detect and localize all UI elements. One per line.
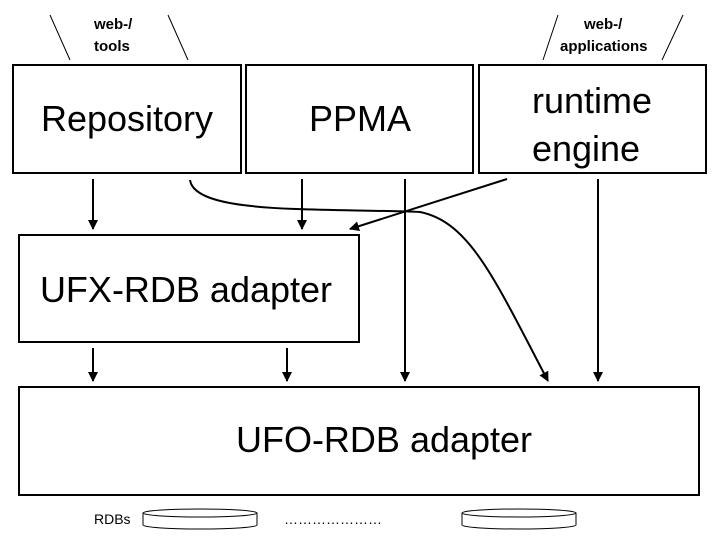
runtime-engine-label-line1: runtime — [532, 80, 652, 121]
web-tools-label-line1: web-/ — [93, 16, 133, 33]
arrow-repository-to-ufo — [189, 179, 549, 382]
web-tools-label-line2: tools — [94, 38, 130, 55]
web-tools-slash-left — [49, 14, 71, 61]
database-disk-left — [142, 508, 258, 530]
web-tools-slash-right — [167, 14, 189, 61]
web-tools-label: web-/ tools — [93, 16, 133, 55]
runtime-engine-label-line2: engine — [532, 128, 640, 169]
repository-box — [12, 64, 242, 174]
ufx-rdb-adapter-box — [18, 234, 360, 343]
web-applications-label-line1: web-/ — [583, 16, 623, 33]
database-disk-right — [461, 508, 577, 530]
web-applications-slash-left — [542, 14, 559, 61]
arrow-runtime-to-ufx — [349, 178, 508, 232]
ufx-rdb-adapter-label: UFX-RDB adapter — [40, 269, 332, 310]
rdbs-ellipsis: ………………… — [284, 511, 382, 527]
ufo-rdb-adapter-label: UFO-RDB adapter — [236, 419, 532, 460]
web-applications-slash-right — [661, 14, 684, 61]
ufo-rdb-adapter-box — [18, 386, 700, 496]
rdbs-label: RDBs — [94, 511, 131, 527]
runtime-engine-box — [478, 64, 707, 174]
ppma-label: PPMA — [309, 98, 411, 139]
ppma-box — [245, 64, 474, 174]
repository-label: Repository — [41, 98, 213, 139]
web-applications-label: web-/ applications — [560, 16, 648, 55]
web-applications-label-line2: applications — [560, 38, 648, 55]
